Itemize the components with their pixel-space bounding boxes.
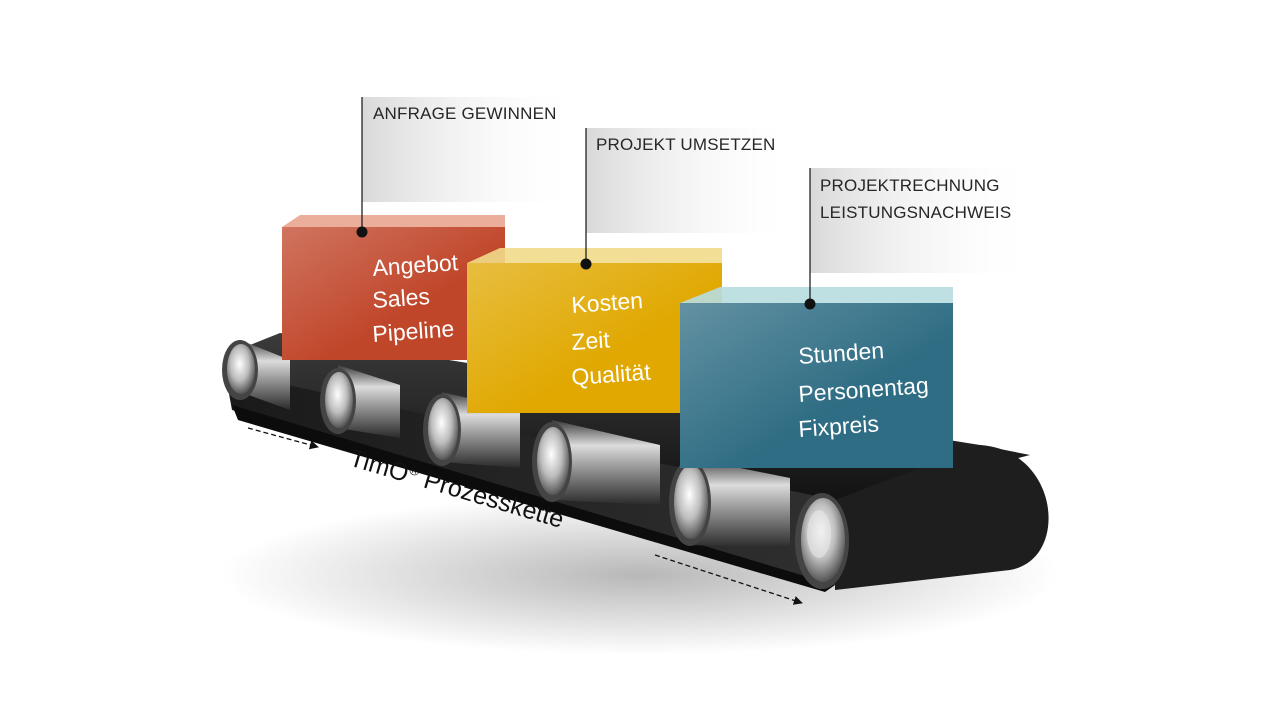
callout-flag-2: PROJEKT UMSETZEN bbox=[580, 128, 801, 270]
svg-text:LEISTUNGSNACHWEIS: LEISTUNGSNACHWEIS bbox=[820, 203, 1011, 222]
svg-text:Qualität: Qualität bbox=[571, 358, 652, 390]
flag-banner bbox=[810, 168, 1035, 273]
belt-bottom bbox=[232, 405, 835, 592]
svg-text:PROJEKT UMSETZEN: PROJEKT UMSETZEN bbox=[596, 135, 776, 154]
box-line: Sales bbox=[372, 283, 431, 313]
svg-text:Angebot: Angebot bbox=[372, 249, 460, 281]
callout-flag-1: ANFRAGE GEWINNEN bbox=[356, 97, 582, 238]
stage-box-2: Kosten Zeit Qualität bbox=[467, 248, 722, 413]
box-line: Zeit bbox=[571, 326, 612, 355]
flag-pin bbox=[804, 298, 816, 310]
flag-pin bbox=[356, 226, 368, 238]
box-line: Angebot bbox=[372, 249, 460, 281]
stage-box-1: Angebot Sales Pipeline bbox=[282, 215, 505, 360]
svg-text:Fixpreis: Fixpreis bbox=[798, 410, 880, 442]
roller bbox=[423, 392, 520, 468]
flag-line: PROJEKT UMSETZEN bbox=[596, 135, 776, 154]
svg-text:ANFRAGE GEWINNEN: ANFRAGE GEWINNEN bbox=[373, 104, 557, 123]
svg-text:Pipeline: Pipeline bbox=[372, 315, 455, 347]
flag-pin bbox=[580, 258, 592, 270]
flag-line: PROJEKTRECHNUNG bbox=[820, 176, 1000, 195]
box-line: Fixpreis bbox=[798, 410, 880, 442]
box-top bbox=[680, 287, 953, 305]
roller bbox=[320, 365, 400, 438]
svg-text:Stunden: Stunden bbox=[798, 337, 885, 369]
flag-banner bbox=[362, 97, 582, 202]
roller bbox=[669, 458, 790, 548]
callout-flag-3: PROJEKTRECHNUNG LEISTUNGSNACHWEIS bbox=[804, 168, 1035, 310]
svg-text:Sales: Sales bbox=[372, 283, 431, 313]
belt-end-curve bbox=[835, 445, 1049, 590]
box-line: Stunden bbox=[798, 337, 885, 369]
flag-line: LEISTUNGSNACHWEIS bbox=[820, 203, 1011, 222]
roller bbox=[795, 493, 849, 589]
roller bbox=[222, 340, 290, 410]
svg-text:PROJEKTRECHNUNG: PROJEKTRECHNUNG bbox=[820, 176, 1000, 195]
box-line: Kosten bbox=[571, 287, 644, 318]
svg-text:Zeit: Zeit bbox=[571, 326, 612, 355]
flag-line: ANFRAGE GEWINNEN bbox=[373, 104, 557, 123]
svg-text:Kosten: Kosten bbox=[571, 287, 644, 318]
flag-banner bbox=[586, 128, 801, 233]
roller bbox=[532, 420, 660, 505]
stage-box-3: Stunden Personentag Fixpreis bbox=[680, 287, 953, 468]
box-top bbox=[467, 248, 722, 266]
rollers bbox=[222, 340, 849, 589]
box-line: Pipeline bbox=[372, 315, 455, 347]
direction-arrow-right bbox=[654, 554, 803, 605]
direction-arrow-left bbox=[247, 427, 319, 450]
box-line: Qualität bbox=[571, 358, 652, 390]
